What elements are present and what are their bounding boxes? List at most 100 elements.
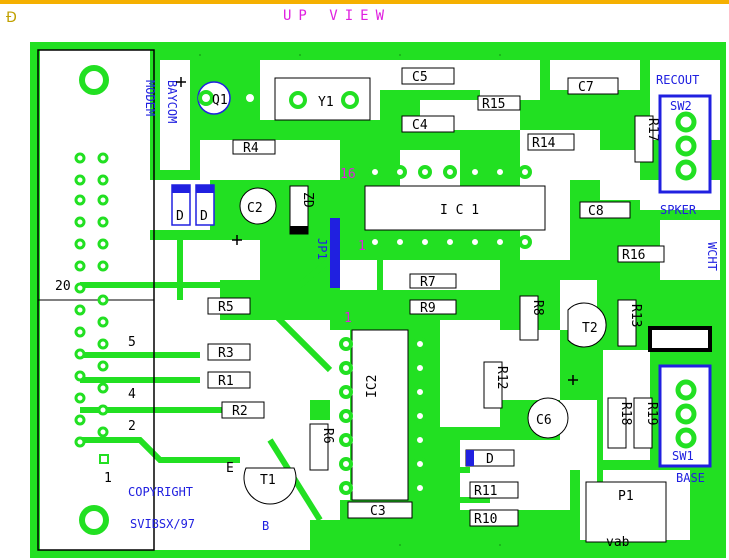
- diode-left-2-band: [196, 185, 214, 193]
- page-title: UP VIEW: [283, 8, 392, 24]
- ic1-pin16-label: 16: [340, 167, 356, 182]
- ic2-label: IC2: [365, 375, 380, 398]
- diode-left-2-label: D: [200, 209, 208, 224]
- jp1-jumper: [330, 218, 340, 288]
- t2-label: T2: [582, 321, 598, 336]
- r6-resistor: [309, 423, 329, 471]
- r1-label: R1: [218, 374, 234, 389]
- diode-d-band: [466, 450, 474, 466]
- connector-pins: [74, 152, 109, 448]
- ic2-pins: [339, 337, 427, 495]
- r11-resistor: [469, 481, 519, 499]
- pin-5-label: 5: [128, 335, 136, 350]
- t1-label: T1: [260, 473, 276, 488]
- r13-label: R13: [628, 304, 643, 327]
- r13-resistor: [617, 299, 637, 347]
- r3-label: R3: [218, 346, 234, 361]
- wcht-label: WCHT: [705, 242, 719, 271]
- pin-1-square: [99, 454, 109, 464]
- sw1-label: SW1: [672, 449, 694, 463]
- pin-20-label: 20: [55, 279, 71, 294]
- pin-2-label: 2: [128, 419, 136, 434]
- r17-resistor: [634, 115, 654, 163]
- r16-resistor: [617, 245, 665, 263]
- diode-d-label: D: [486, 452, 494, 467]
- c4-label: C4: [412, 118, 428, 133]
- ic1-pins: [368, 165, 532, 249]
- zener-band: [290, 226, 308, 234]
- c3-label: C3: [370, 504, 386, 519]
- recout-label: RECOUT: [656, 73, 699, 87]
- y1-label: Y1: [318, 95, 334, 110]
- r18-label: R18: [618, 402, 633, 425]
- r15-label: R15: [482, 97, 505, 112]
- c8-label: C8: [588, 204, 604, 219]
- corner-mark: Ð: [6, 10, 17, 26]
- copyright-label: COPYRIGHT: [128, 485, 193, 499]
- sw2-pad-1: [675, 111, 697, 133]
- vab-label: vab: [606, 535, 630, 550]
- c3-capacitor: [347, 501, 413, 519]
- ic2-chip: [351, 329, 409, 501]
- pin-1-label: 1: [104, 471, 112, 486]
- r11-label: R11: [474, 484, 497, 499]
- t2-transistor: [567, 302, 607, 348]
- r9-resistor: [409, 299, 457, 315]
- r16-label: R16: [622, 248, 645, 263]
- r2-label: R2: [232, 404, 248, 419]
- copper-traces: [80, 227, 603, 540]
- r18-resistor: [607, 397, 627, 449]
- r4-resistor: [232, 139, 276, 155]
- svibsx-label: SVIBSX/97: [130, 517, 195, 531]
- pin-4-label: 4: [128, 387, 136, 402]
- c2-capacitor: [239, 187, 277, 225]
- top-accent-bar: [0, 0, 729, 4]
- base-label: BASE: [676, 471, 705, 485]
- r3-resistor: [207, 343, 251, 361]
- sw1-pad-3: [675, 427, 697, 449]
- diode-left-1-band: [172, 185, 190, 193]
- jp1-label: JP1: [315, 238, 329, 260]
- r5-label: R5: [218, 300, 234, 315]
- r8-label: R8: [530, 300, 545, 316]
- sw1-pad-1: [675, 379, 697, 401]
- q1-pad-a: [198, 90, 214, 106]
- r8-resistor: [519, 295, 539, 341]
- r4-label: R4: [243, 141, 259, 156]
- c8-capacitor: [579, 201, 631, 219]
- p1-potentiometer: [585, 481, 667, 543]
- c6-label: C6: [536, 413, 552, 428]
- jumper-block: [648, 326, 712, 352]
- c5-capacitor: [401, 67, 455, 85]
- r19-label: R19: [644, 402, 659, 425]
- r1-resistor: [207, 371, 251, 389]
- r12-resistor: [483, 361, 503, 409]
- r5-resistor: [207, 297, 251, 315]
- r6-label: R6: [320, 428, 335, 444]
- r15-resistor: [477, 95, 521, 111]
- q1-pad-b: [242, 90, 258, 106]
- modem-label: MODEM: [143, 80, 157, 116]
- q1-label: Q1: [212, 93, 228, 108]
- r7-resistor: [409, 273, 457, 289]
- baycom-label: BAYCOM: [165, 80, 179, 123]
- ic1-pin1-label: 1: [358, 239, 366, 254]
- c2-label: C2: [247, 201, 263, 216]
- r14-label: R14: [532, 136, 556, 151]
- sw2-pad-2: [675, 135, 697, 157]
- r19-resistor: [633, 397, 653, 449]
- c4-capacitor: [401, 115, 455, 133]
- ic1-label: I C 1: [440, 203, 479, 218]
- polarity-marks: [176, 77, 578, 385]
- r10-resistor: [469, 509, 519, 527]
- c5-label: C5: [412, 70, 428, 85]
- t1-base-label: B: [262, 519, 269, 533]
- r14-resistor: [527, 133, 575, 151]
- sw1-pad-2: [675, 403, 697, 425]
- r2-resistor: [221, 401, 265, 419]
- y1-pad-a: [289, 91, 307, 109]
- c7-capacitor: [567, 77, 619, 95]
- y1-pad-b: [341, 91, 359, 109]
- t1-transistor: [243, 467, 297, 505]
